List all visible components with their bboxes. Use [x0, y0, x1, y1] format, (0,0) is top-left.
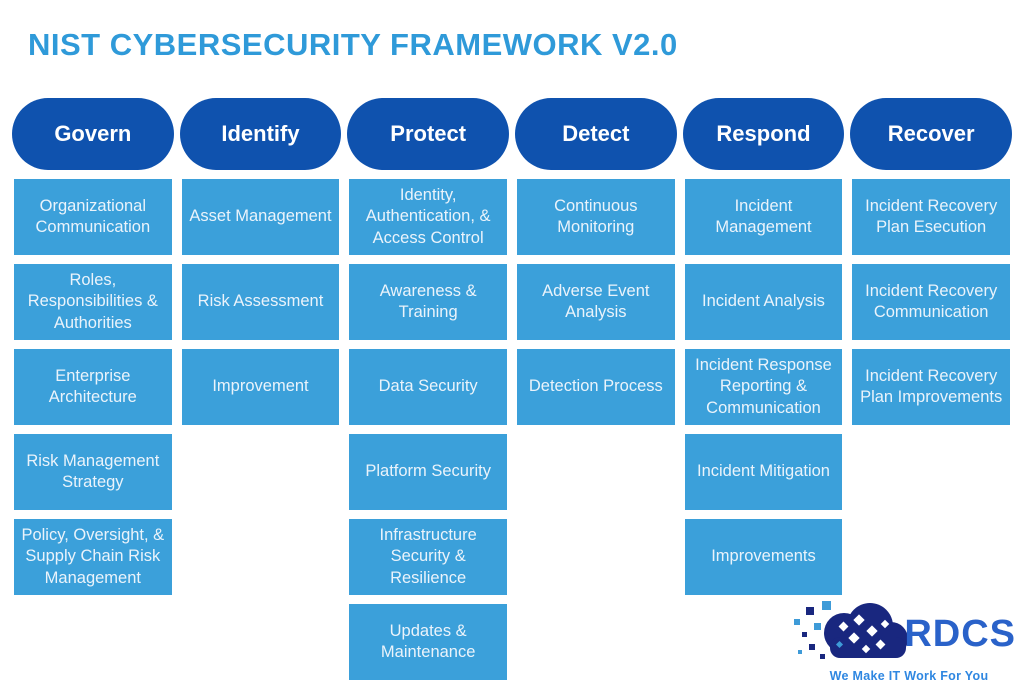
category-cell: Incident Mitigation — [684, 434, 843, 510]
page-title: NIST CYBERSECURITY FRAMEWORK V2.0 — [28, 27, 678, 62]
category-cell: Organizational Communication — [14, 179, 172, 255]
pillar-header-recover: Recover — [850, 98, 1012, 170]
category-cell: Identity, Authentication, & Access Contr… — [349, 179, 507, 255]
category-cell: Improvements — [684, 519, 843, 595]
category-cell: Platform Security — [349, 434, 507, 510]
column-protect: Protect Identity, Authentication, & Acce… — [347, 98, 509, 680]
pillar-header-detect: Detect — [515, 98, 677, 170]
category-cell: Roles, Responsibilities & Authorities — [14, 264, 172, 340]
category-cell: Incident Recovery Communication — [852, 264, 1010, 340]
category-cell: Incident Analysis — [684, 264, 843, 340]
column-identify: Identify Asset Management Risk Assessmen… — [179, 98, 342, 680]
rdcs-tagline: We Make IT Work For You — [829, 669, 989, 683]
pillar-header-respond: Respond — [682, 98, 845, 170]
pillar-header-protect: Protect — [347, 98, 509, 170]
category-cell: Incident Recovery Plan Esecution — [852, 179, 1010, 255]
category-cell: Infrastructure Security & Resilience — [349, 519, 507, 595]
rdcs-logo: RDCS We Make IT Work For You — [794, 599, 1016, 683]
category-cell: Incident Recovery Plan Improvements — [852, 349, 1010, 425]
column-respond: Respond Incident Management Incident Ana… — [682, 98, 845, 680]
category-cell: Detection Process — [517, 349, 675, 425]
category-cell: Incident Response Reporting & Communicat… — [684, 349, 843, 425]
category-cell: Asset Management — [181, 179, 340, 255]
rdcs-brand-text: RDCS — [904, 612, 1016, 655]
pillar-header-govern: Govern — [12, 98, 174, 170]
rdcs-cloud-icon — [792, 599, 910, 668]
category-cell: Awareness & Training — [349, 264, 507, 340]
category-cell: Improvement — [181, 349, 340, 425]
category-cell: Risk Assessment — [181, 264, 340, 340]
column-govern: Govern Organizational Communication Role… — [12, 98, 174, 680]
category-cell: Incident Management — [684, 179, 843, 255]
pillar-header-identify: Identify — [179, 98, 342, 170]
category-cell: Adverse Event Analysis — [517, 264, 675, 340]
category-cell: Updates & Maintenance — [349, 604, 507, 680]
category-cell: Policy, Oversight, & Supply Chain Risk M… — [14, 519, 172, 595]
category-cell: Continuous Monitoring — [517, 179, 675, 255]
column-detect: Detect Continuous Monitoring Adverse Eve… — [515, 98, 677, 680]
category-cell: Risk Management Strategy — [14, 434, 172, 510]
framework-grid: Govern Organizational Communication Role… — [12, 98, 1012, 680]
category-cell: Data Security — [349, 349, 507, 425]
category-cell: Enterprise Architecture — [14, 349, 172, 425]
column-recover: Recover Incident Recovery Plan Esecution… — [850, 98, 1012, 680]
